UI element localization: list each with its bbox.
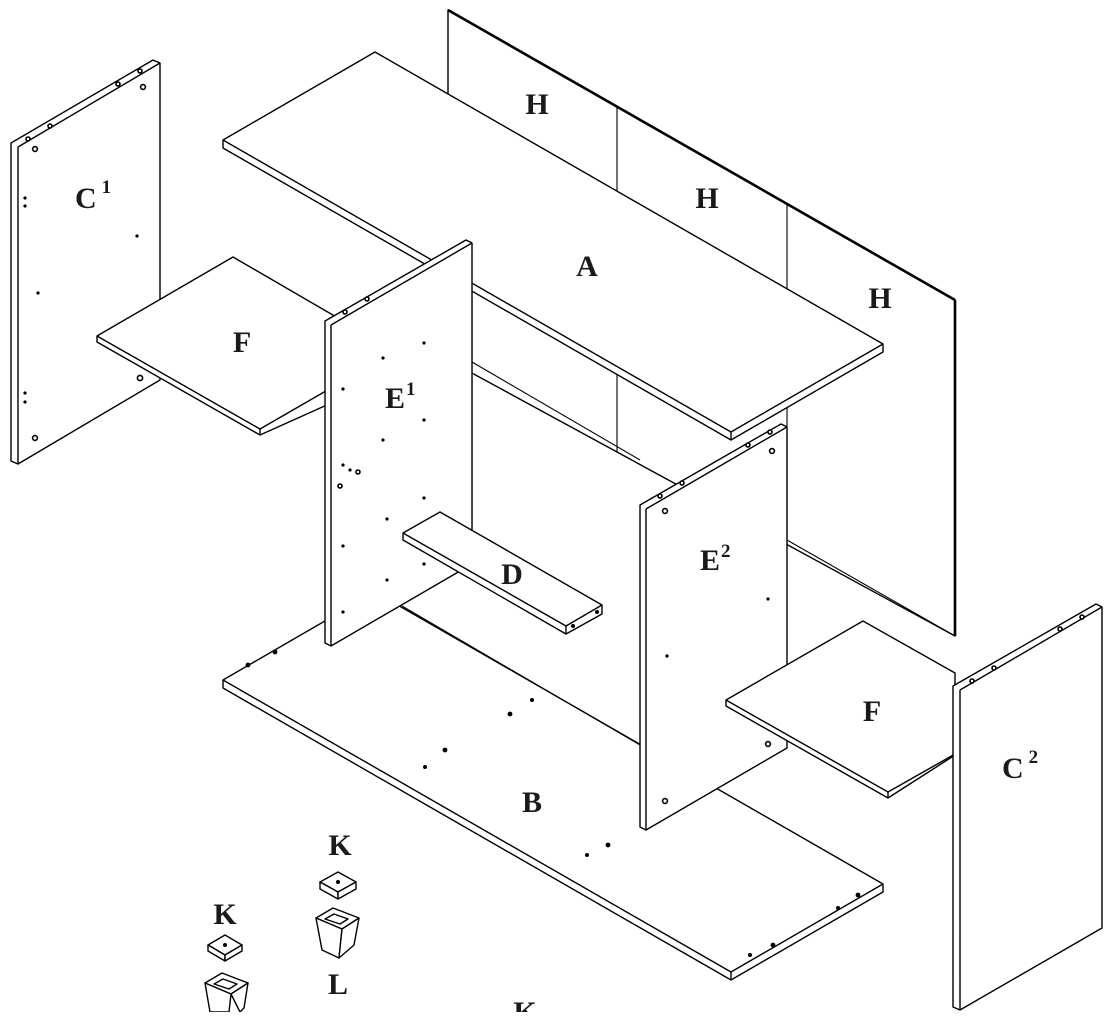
label-e2-index: 2 [721,541,731,562]
part-k-block-2 [207,934,243,962]
panel-d [402,511,603,635]
label-f-left: F [233,326,251,359]
label-h-2: H [695,182,718,215]
part-l-leg-2 [204,972,249,1013]
panel-a [222,51,884,441]
label-e1-letter: E [385,382,405,415]
frame-lines [401,361,956,746]
label-e1: E1 [385,379,416,415]
panel-e1 [324,239,473,647]
label-c2-letter: C [1002,752,1024,785]
part-l-leg [315,907,360,959]
panel-c2 [952,603,1103,1011]
label-k-2: K [213,898,237,931]
label-c1-index: 1 [102,177,112,198]
label-f-right: F [863,695,881,728]
label-b: B [522,786,542,819]
panel-c1 [10,59,161,465]
label-h-3: H [868,282,891,315]
part-k-block [319,871,357,900]
panel-e2 [639,423,788,831]
label-h-1: H [525,88,548,121]
label-d: D [501,558,523,591]
label-a: A [576,250,598,283]
panel-f-left [96,256,339,436]
label-e2: E2 [700,541,731,577]
label-l-1: L [328,968,348,1001]
label-k-3: K [513,996,537,1012]
label-k-1: K [328,829,352,862]
label-e2-letter: E [700,544,720,577]
part-labels: H H H A B C1 C2 E1 E2 D F F K K L K [75,88,1038,1017]
label-c1-letter: C [75,182,97,215]
label-c2-index: 2 [1029,747,1039,768]
label-e1-index: 1 [406,379,416,400]
